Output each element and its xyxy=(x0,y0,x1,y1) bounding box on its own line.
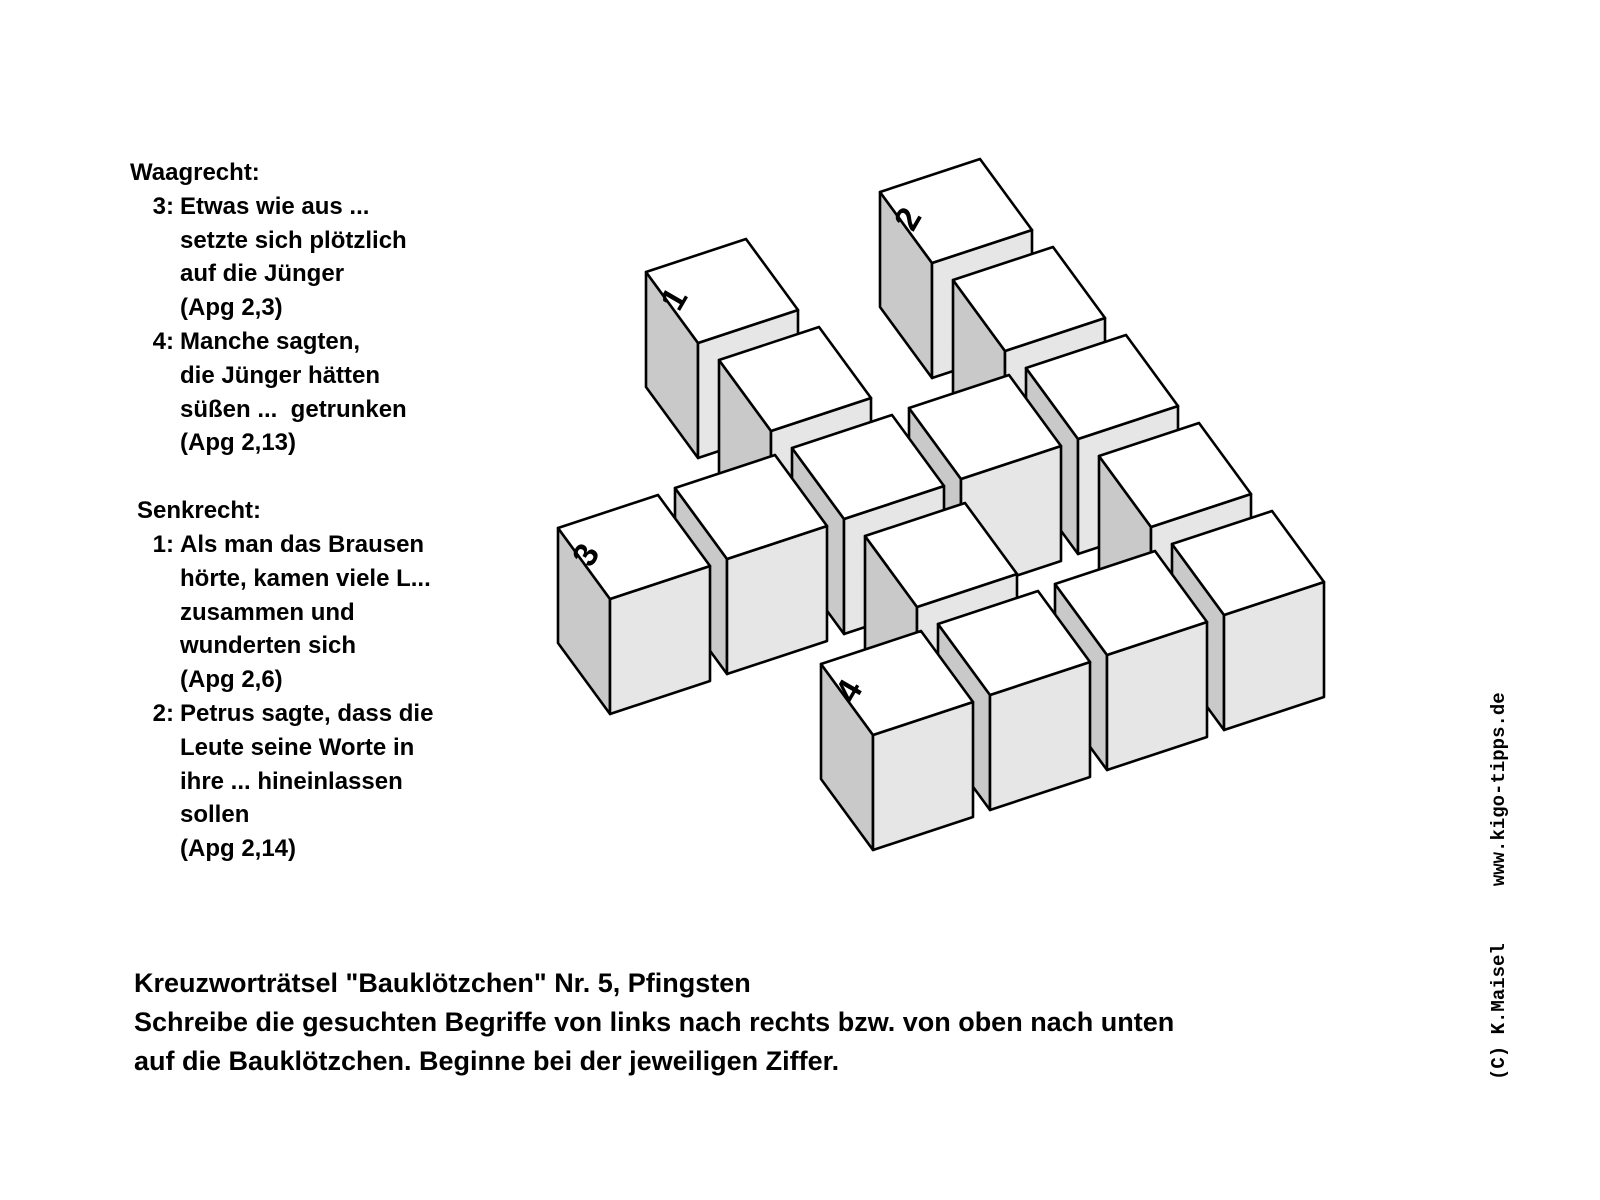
clue-line: (Apg 2,3) xyxy=(180,294,283,322)
block-top-face xyxy=(878,157,1034,265)
credit: (C) K.Maisel www.kigo-tipps.de xyxy=(1488,692,1510,1080)
clue-line: setzte sich plötzlich xyxy=(180,226,407,254)
clue-vertical-2: 2: Petrus sagte, dass die Leute seine Wo… xyxy=(130,697,434,866)
instruction-line: Schreibe die gesuchten Begriffe von link… xyxy=(134,1007,1175,1037)
letter-block[interactable]: 4 xyxy=(819,629,975,852)
clue-line: die Jünger hätten xyxy=(180,361,381,389)
block-top-face xyxy=(951,245,1107,353)
block-top-face xyxy=(863,501,1019,609)
clue-line: zusammen und xyxy=(180,598,355,626)
clue-line: auf die Jünger xyxy=(180,260,345,288)
puzzle-title: Kreuzworträtsel "Bauklötzchen" Nr. 5, Pf… xyxy=(134,968,751,998)
website: www.kigo-tipps.de xyxy=(1488,692,1510,887)
clue-line: sollen xyxy=(180,801,250,829)
block-top-face xyxy=(819,629,975,737)
block-top-face xyxy=(673,453,829,561)
clue-line: Petrus sagte, dass die xyxy=(180,699,434,727)
block-top-face xyxy=(907,373,1063,481)
clue-line: wunderten sich xyxy=(180,632,357,660)
clue-line: ihre ... hineinlassen xyxy=(180,767,403,795)
clue-line: Etwas wie aus ... xyxy=(180,192,370,220)
copyright: (C) K.Maisel xyxy=(1488,943,1510,1080)
clue-number: 4: xyxy=(152,327,174,355)
clue-line: süßen ... getrunken xyxy=(180,395,407,423)
clue-line: Manche sagten, xyxy=(180,327,361,355)
clue-number: 3: xyxy=(152,192,174,220)
block-top-face xyxy=(556,493,712,601)
block-top-face xyxy=(644,237,800,345)
clue-number: 2: xyxy=(152,699,174,727)
clue-number: 1: xyxy=(152,530,174,558)
block-top-face xyxy=(717,325,873,433)
block-top-face xyxy=(1053,549,1209,657)
letter-block[interactable]: 3 xyxy=(556,493,712,716)
clue-line: (Apg 2,14) xyxy=(180,835,297,863)
clue-horizontal-3: 3: Etwas wie aus ... setzte sich plötzli… xyxy=(130,190,433,325)
clue-horizontal-4: 4: Manche sagten, die Jünger hätten süße… xyxy=(130,325,433,460)
block-top-face xyxy=(936,589,1092,697)
footer: Kreuzworträtsel "Bauklötzchen" Nr. 5, Pf… xyxy=(134,964,1174,1081)
clue-line: (Apg 2,6) xyxy=(180,666,283,694)
block-top-face xyxy=(1024,333,1180,441)
clue-line: Als man das Brausen xyxy=(180,530,425,558)
clues-panel: Waagrecht: 3: Etwas wie aus ... setzte s… xyxy=(130,156,433,866)
block-top-face xyxy=(1097,421,1253,529)
block-top-face xyxy=(1170,509,1326,617)
clue-line: hörte, kamen viele L... xyxy=(180,564,431,592)
letter-block[interactable] xyxy=(1170,509,1326,732)
clue-vertical-1: 1: Als man das Brausen hörte, kamen viel… xyxy=(130,528,433,697)
clue-line: Leute seine Worte in xyxy=(180,733,415,761)
vertical-heading: Senkrecht: xyxy=(137,497,262,525)
clue-line: (Apg 2,13) xyxy=(180,429,297,457)
instruction-line: auf die Bauklötzchen. Beginne bei der je… xyxy=(134,1046,840,1076)
block-top-face xyxy=(790,413,946,521)
horizontal-heading: Waagrecht: xyxy=(130,159,260,186)
